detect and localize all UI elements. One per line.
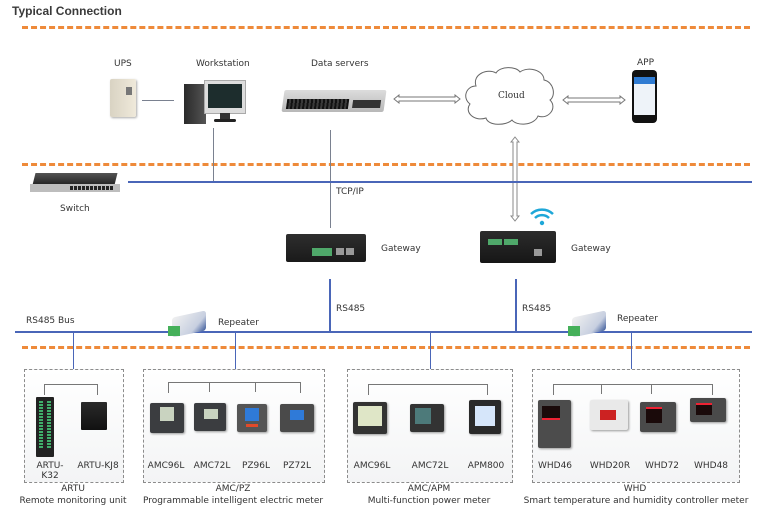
whd72-meter-icon <box>640 402 676 432</box>
device-label: ARTU-K32 <box>36 461 64 481</box>
divider-middle <box>22 163 750 166</box>
group-amcapm-description: Multi-function power meter <box>367 496 491 506</box>
device-label: WHD72 <box>644 461 680 471</box>
divider-top <box>22 26 750 29</box>
device-label: WHD46 <box>537 461 573 471</box>
apm800-meter-icon <box>469 400 501 434</box>
gateway-wireless-icon <box>478 229 558 265</box>
rs485-right-label: RS485 <box>522 304 552 314</box>
pz72l-meter-icon <box>280 404 314 432</box>
group-amcapm-name: AMC/APM <box>407 484 451 494</box>
group-whd-name: WHD <box>623 484 647 494</box>
repeater-right-label: Repeater <box>617 314 658 324</box>
ups-label: UPS <box>114 59 132 69</box>
app-label: APP <box>637 58 655 68</box>
repeater-left-icon <box>168 310 208 340</box>
gateway-wired-icon <box>286 230 368 264</box>
workstation-to-switch-link <box>213 128 214 182</box>
group-whd-description: Smart temperature and humidity controlle… <box>523 496 749 506</box>
device-label: AMC72L <box>411 461 449 471</box>
wifi-icon <box>530 208 554 226</box>
cloud-gateway-arrow-icon <box>510 136 520 222</box>
group-artu-bracket <box>44 384 98 395</box>
device-label: APM800 <box>467 461 505 471</box>
group-amcpz-tick <box>255 382 256 392</box>
gateway-wireless-label: Gateway <box>571 244 611 254</box>
group-amcapm-bracket <box>368 384 488 395</box>
whd20r-meter-icon <box>590 400 628 430</box>
artu-kj8-icon <box>81 402 107 430</box>
data-servers-label: Data servers <box>311 59 369 69</box>
pz96l-meter-icon <box>237 404 267 432</box>
amc72l-meter-icon <box>194 403 226 431</box>
workstation-label: Workstation <box>196 59 250 69</box>
tcpip-label: TCP/IP <box>336 187 364 197</box>
cloud-label: Cloud <box>498 91 525 101</box>
drop-line-amcapm <box>430 332 431 384</box>
cloud-app-arrow-icon <box>562 95 626 105</box>
server-to-gateway-link <box>330 130 331 228</box>
device-label: WHD20R <box>589 461 631 471</box>
gateway-wireless-rs485-line <box>515 279 517 331</box>
smartphone-icon <box>632 70 657 123</box>
artu-k32-icon <box>36 397 54 457</box>
divider-bottom <box>22 346 750 349</box>
tcpip-network-line <box>128 181 752 183</box>
amc96l-meter-icon <box>353 402 387 434</box>
repeater-left-label: Repeater <box>218 318 259 328</box>
gateway-wired-label: Gateway <box>381 244 421 254</box>
rs485-left-label: RS485 <box>336 304 366 314</box>
group-whd-tick <box>651 384 652 394</box>
whd48-meter-icon <box>690 398 726 422</box>
device-label: ARTU-KJ8 <box>77 461 119 471</box>
cloud-icon <box>465 67 554 125</box>
group-artu-description: Remote monitoring unit <box>19 496 127 506</box>
group-whd-tick <box>601 384 602 394</box>
gateway-wired-rs485-line <box>329 279 331 331</box>
group-artu-name: ARTU <box>61 484 85 494</box>
whd46-meter-icon <box>538 400 571 448</box>
drop-line-artu <box>73 332 74 384</box>
group-amcpz-bracket <box>168 382 301 393</box>
device-label: AMC96L <box>147 461 185 471</box>
device-label: AMC96L <box>353 461 391 471</box>
device-label: AMC72L <box>193 461 231 471</box>
device-label: PZ96L <box>241 461 271 471</box>
group-whd-bracket <box>553 384 713 395</box>
rs485-bus-label: RS485 Bus <box>26 316 75 326</box>
group-amcpz-description: Programmable intelligent electric meter <box>142 496 324 506</box>
repeater-right-icon <box>568 310 608 340</box>
device-label: PZ72L <box>282 461 312 471</box>
device-label: WHD48 <box>693 461 729 471</box>
amc72l-meter-icon <box>410 404 444 432</box>
group-amcpz-tick <box>209 382 210 392</box>
amc96l-meter-icon <box>150 403 184 433</box>
switch-icon <box>30 173 120 197</box>
drop-line-whd <box>631 332 632 384</box>
data-server-icon <box>281 90 387 112</box>
ups-link <box>142 100 174 101</box>
workstation-icon <box>184 80 248 126</box>
ups-icon <box>110 79 136 117</box>
drop-line-amcpz <box>235 332 236 384</box>
server-cloud-arrow-icon <box>393 94 461 104</box>
page-title: Typical Connection <box>12 4 122 18</box>
group-amcpz-name: AMC/PZ <box>215 484 251 494</box>
rs485-bus-line <box>15 331 752 333</box>
switch-label: Switch <box>60 204 90 214</box>
